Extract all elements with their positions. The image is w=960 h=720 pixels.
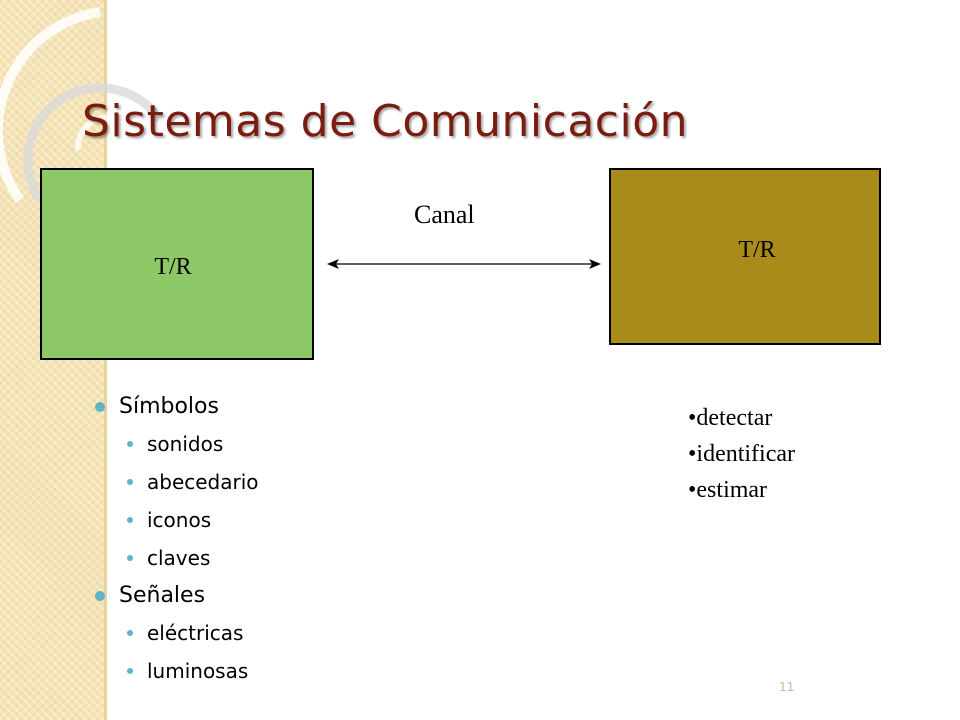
bullet-icon	[127, 441, 133, 447]
right-box-label: T/R	[738, 237, 776, 263]
channel-label: Canal	[414, 200, 475, 229]
list-item: •identificar	[688, 441, 796, 467]
sub-item-label: sonidos	[147, 432, 224, 456]
list-item: sonidos	[127, 425, 259, 463]
right-text-list: •detectar •identificar •estimar	[688, 400, 795, 508]
left-transceiver-box: T/R	[40, 168, 314, 360]
bullet-icon	[127, 517, 133, 523]
sub-item-label: claves	[147, 546, 211, 570]
bullet-icon	[95, 401, 105, 412]
right-transceiver-box: T/R	[609, 168, 881, 345]
decorative-arcs	[0, 7, 164, 203]
sub-item-label: eléctricas	[147, 621, 244, 645]
bullet-icon	[127, 479, 133, 485]
slide-title: Sistemas de Comunicación	[82, 96, 688, 147]
page-number: 11	[779, 680, 795, 694]
list-item: iconos	[127, 501, 259, 539]
group-label-senales: Señales	[119, 583, 206, 608]
channel-double-arrow	[327, 259, 601, 269]
bullet-icon	[127, 668, 133, 674]
list-item: abecedario	[127, 463, 259, 501]
bullet-icon	[127, 555, 133, 561]
list-item: luminosas	[127, 652, 259, 690]
bullet-icon	[127, 630, 133, 636]
list-item: eléctricas	[127, 614, 259, 652]
decorative-side-strip	[0, 0, 106, 720]
sub-item-label: iconos	[147, 508, 212, 532]
list-item: Señales	[95, 577, 259, 614]
left-bullet-list: Símbolos sonidos abecedario iconos clave…	[95, 388, 259, 690]
bullet-icon	[95, 590, 105, 601]
list-item: Símbolos	[95, 388, 259, 425]
left-box-label: T/R	[154, 253, 192, 280]
side-strip-border	[104, 0, 107, 720]
group-label-simbolos: Símbolos	[119, 394, 219, 419]
sub-item-label: luminosas	[147, 659, 249, 683]
list-item: claves	[127, 539, 259, 577]
list-item: •estimar	[688, 477, 768, 503]
sub-item-label: abecedario	[147, 470, 259, 494]
list-item: •detectar	[688, 405, 773, 431]
